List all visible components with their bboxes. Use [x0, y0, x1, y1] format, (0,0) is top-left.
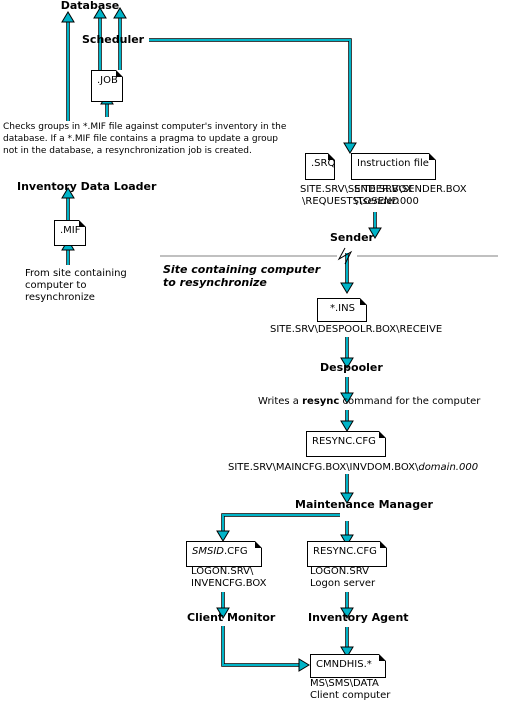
- node-inventory-agent: Inventory Agent: [308, 611, 409, 624]
- path-srq-prefix: \REQUESTS\: [302, 196, 363, 207]
- path-resync-main: SITE.SRV\MAINCFG.BOX\INVDOM.BOX\domain.0…: [228, 462, 478, 474]
- path-ins: SITE.SRV\DESPOOLR.BOX\RECEIVE: [270, 324, 443, 335]
- path-srq-italic: sender: [362, 196, 397, 207]
- path-cmndhis-line2: Client computer: [310, 690, 391, 701]
- doc-ins: *.INS: [317, 298, 367, 322]
- doc-smsid-cfg-italic: SMSID: [192, 546, 224, 557]
- note-checks-line1: Checks groups in *.MIF file against comp…: [3, 121, 287, 133]
- doc-resync-cfg-main: RESYNC.CFG: [306, 431, 386, 457]
- doc-cmndhis-label: CMNDHIS.*: [316, 659, 372, 670]
- note-site-label-line2: to resynchronize: [163, 276, 267, 289]
- doc-smsid-cfg-ext: .CFG: [223, 546, 248, 557]
- note-writes-prefix: Writes a: [258, 396, 303, 407]
- doc-job: .JOB: [91, 70, 123, 102]
- path-smsid-line2: INVENCFG.BOX: [191, 578, 267, 589]
- node-inventory-data-loader: Inventory Data Loader: [17, 180, 157, 193]
- path-resync-main-prefix: SITE.SRV\MAINCFG.BOX\INVDOM.BOX\: [228, 462, 419, 473]
- note-writes-suffix: command for the computer: [339, 396, 481, 407]
- doc-instruction-file-label: Instruction file: [357, 158, 429, 169]
- path-resync-logon-line1: LOGON.SRV: [310, 566, 369, 577]
- doc-job-label: .JOB: [97, 75, 118, 86]
- doc-instruction-file: Instruction file: [351, 153, 436, 180]
- note-checks-line2: database. If a *.MIF file contains a pra…: [3, 133, 278, 145]
- doc-srq: .SRQ: [305, 153, 335, 180]
- note-from-site-line3: resynchronize: [25, 292, 95, 303]
- doc-resync-cfg-main-label: RESYNC.CFG: [312, 436, 376, 447]
- path-instr-line2: \TOSEND: [354, 196, 400, 207]
- node-client-monitor: Client Monitor: [187, 611, 276, 624]
- doc-cmndhis: CMNDHIS.*: [310, 654, 386, 678]
- doc-mif: .MIF: [54, 220, 86, 246]
- node-database: Database: [60, 0, 120, 12]
- doc-smsid-cfg: SMSID.CFG: [186, 541, 262, 567]
- doc-ins-label: *.INS: [330, 303, 355, 314]
- note-writes-resync: Writes a resync command for the computer: [258, 396, 480, 408]
- path-srq-line1: SITE.SRV\SENDER.BOX: [300, 184, 413, 195]
- doc-resync-cfg-logon: RESYNC.CFG: [307, 541, 387, 567]
- node-maintenance-manager: Maintenance Manager: [295, 498, 433, 511]
- node-despooler: Despooler: [320, 361, 383, 374]
- path-cmndhis-line1: MS\SMS\DATA: [310, 678, 379, 689]
- path-instr-line1: SITE.SRV\SENDER.BOX: [354, 184, 467, 195]
- path-smsid-line1: LOGON.SRV\: [191, 566, 254, 577]
- node-scheduler: Scheduler: [82, 33, 145, 46]
- note-checks-line3: not in the database, a resynchronization…: [3, 145, 252, 157]
- note-writes-bold: resync: [302, 396, 340, 407]
- doc-smsid-cfg-label: SMSID.CFG: [192, 546, 248, 558]
- note-from-site-line2: computer to: [25, 280, 87, 291]
- doc-srq-label: .SRQ: [311, 158, 336, 169]
- note-from-site-line1: From site containing: [25, 268, 127, 279]
- node-sender: Sender: [330, 231, 374, 244]
- path-resync-main-italic: domain.000: [418, 462, 479, 473]
- path-resync-logon-line2: Logon server: [310, 578, 376, 589]
- doc-resync-cfg-logon-label: RESYNC.CFG: [313, 546, 377, 557]
- path-srq-line2: \REQUESTS\sender.000: [302, 196, 419, 208]
- path-srq-suffix: .000: [396, 196, 419, 207]
- doc-mif-label: .MIF: [60, 225, 81, 236]
- note-site-label-line1: Site containing computer: [163, 263, 321, 276]
